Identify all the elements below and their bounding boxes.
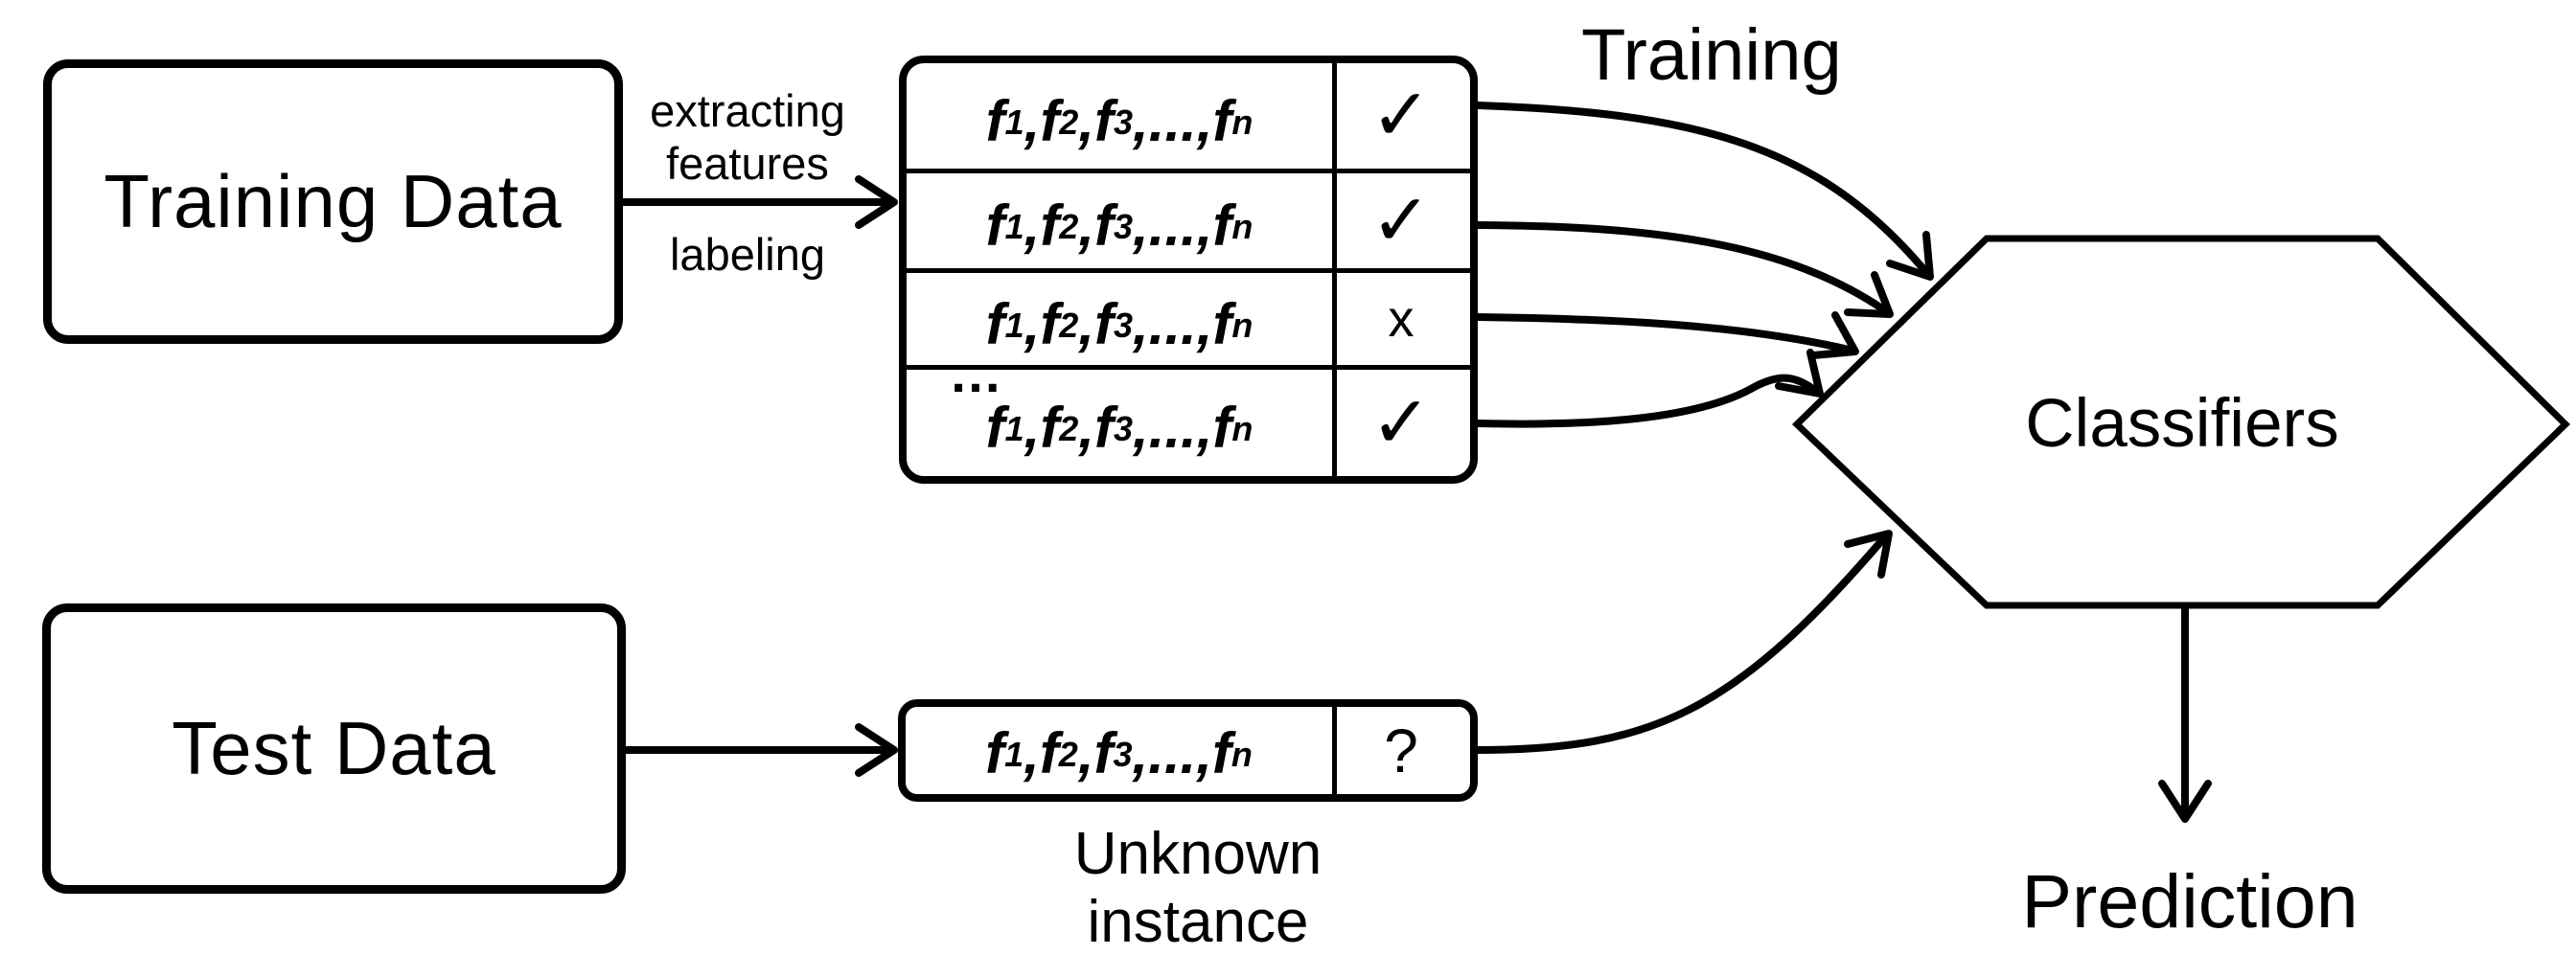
training-curve-4-arrowhead-icon xyxy=(1775,349,1824,398)
extracting-features-label: extracting features xyxy=(650,85,845,189)
row-column-divider xyxy=(1332,707,1337,794)
label-cell: ✓ xyxy=(1332,173,1470,268)
test-curve xyxy=(1474,531,1891,754)
training-curve-1-arrowhead-icon xyxy=(1886,231,1934,281)
test-data-label: Test Data xyxy=(172,706,496,790)
training-curve-1 xyxy=(1474,102,1933,280)
check-icon: ✓ xyxy=(1370,75,1432,156)
check-icon: ✓ xyxy=(1370,179,1432,261)
x-mark: x xyxy=(1388,290,1414,348)
label-cell: ✓ xyxy=(1332,370,1470,476)
training-curve-2 xyxy=(1474,221,1893,317)
check-icon: ✓ xyxy=(1370,381,1432,464)
test-data-node: Test Data xyxy=(42,603,626,894)
label-cell: ✓ xyxy=(1332,63,1470,169)
test-curve-arrowhead-icon xyxy=(1844,530,1893,579)
more-rows-ellipsis: … xyxy=(949,343,1006,403)
training-data-node: Training Data xyxy=(43,59,623,344)
test-extract-arrowhead-icon xyxy=(855,723,898,777)
prediction-label: Prediction xyxy=(2021,858,2358,944)
training-extract-arrowhead-icon xyxy=(855,175,898,229)
label-cell: ? xyxy=(1332,707,1470,794)
labeling-label: labeling xyxy=(669,229,826,280)
training-curve-3 xyxy=(1474,313,1856,354)
classifiers-hexagon xyxy=(1791,235,2571,609)
training-flow-label: Training xyxy=(1581,14,1842,96)
training-data-label: Training Data xyxy=(104,159,563,243)
prediction-arrowhead-icon xyxy=(2158,780,2212,823)
training-curve-3-arrowhead-icon xyxy=(1809,311,1859,359)
unknown-instance-label: Unknown instance xyxy=(1073,821,1322,955)
training-curve-2-arrowhead-icon xyxy=(1844,271,1894,318)
question-mark: ? xyxy=(1384,716,1418,785)
training-curve-4 xyxy=(1474,374,1821,428)
label-cell: x xyxy=(1332,273,1470,365)
table-column-divider xyxy=(1332,63,1337,476)
classifiers-label: Classifiers xyxy=(2025,386,2339,462)
